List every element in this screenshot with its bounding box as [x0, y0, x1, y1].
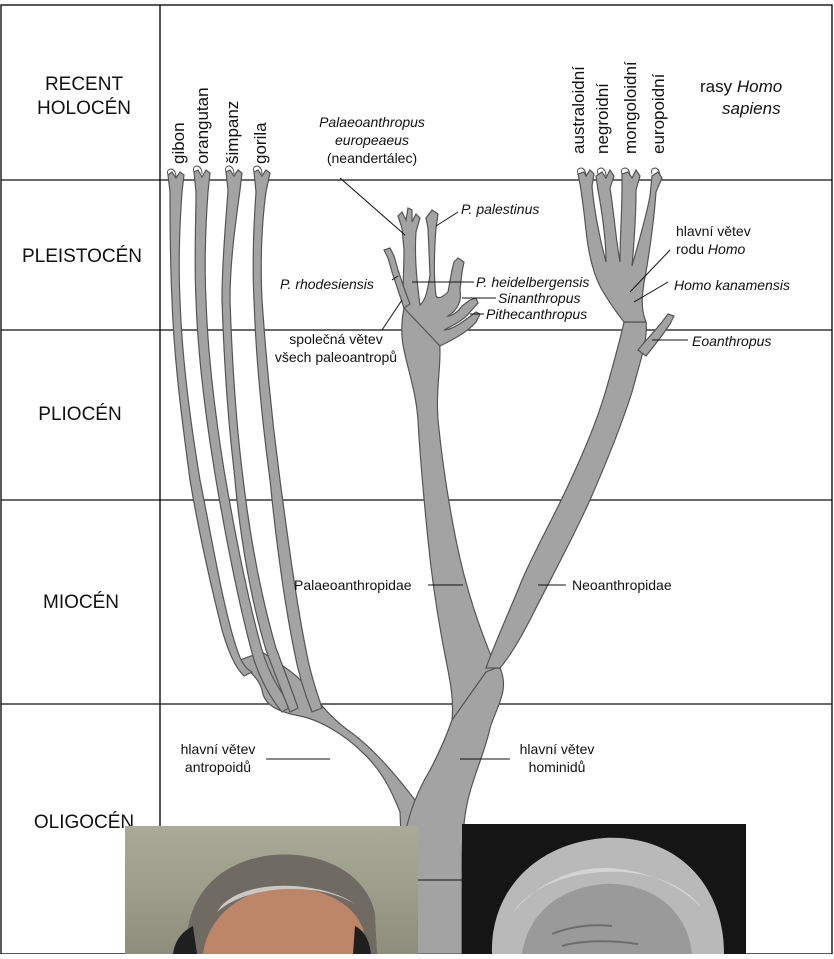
race-label-australoid: australoidní [569, 66, 588, 154]
era-miocene: MIOCÉN [43, 592, 119, 613]
label-homo-kanamensis: Homo kanamensis [674, 277, 790, 293]
portrait-photo-left [125, 826, 418, 954]
label-homo-main-1: hlavní větev [676, 223, 751, 239]
label-neanderthal: (neandertálec) [327, 150, 417, 166]
portrait-left-figure [125, 826, 418, 954]
era-recent: RECENT [45, 74, 124, 95]
label-hominid-main-1: hlavní větev [520, 741, 595, 757]
label-pithecanthropus: Pithecanthropus [486, 306, 587, 322]
era-holocene: HOLOCÉN [37, 98, 131, 119]
label-anthropoid-main-2: antropoidů [185, 759, 251, 775]
ape-label-gorilla: gorila [251, 122, 270, 164]
era-oligocene: OLIGOCÉN [34, 812, 134, 833]
label-sinanthropus: Sinanthropus [498, 290, 581, 306]
portrait-photo-right [462, 824, 746, 954]
ape-label-orangutan: orangutan [193, 87, 212, 164]
race-label-europoid: europoidní [649, 73, 668, 154]
label-europeaeus: europeaeus [335, 132, 409, 148]
neoanthropidae-branch [486, 322, 646, 668]
homo-crown [578, 170, 662, 322]
palaeoanthropidae-branch [402, 308, 496, 720]
label-heidelbergensis: P. heidelbergensis [476, 274, 589, 290]
label-anthropoid-main-1: hlavní větev [181, 741, 256, 757]
ape-label-chimpanzee: šimpanz [223, 101, 242, 164]
era-pliocene: PLIOCÉN [38, 404, 121, 425]
label-neoanthropidae: Neoanthropidae [572, 577, 672, 593]
label-eoanthropus: Eoanthropus [692, 333, 771, 349]
label-palaeoanthropus: Palaeoanthropus [319, 114, 425, 130]
label-common-branch-2: všech paleoantropů [275, 349, 397, 365]
ape-label-gibbon: gibon [169, 122, 188, 164]
races-caption-line1: rasy Homo [700, 77, 782, 96]
label-palaeoanthropidae: Palaeoanthropidae [294, 577, 412, 593]
label-palestinus: P. palestinus [461, 201, 539, 217]
label-rhodesiensis: P. rhodesiensis [280, 276, 374, 292]
label-common-branch-1: společná větev [289, 331, 382, 347]
label-hominid-main-2: hominidů [529, 759, 586, 775]
race-label-negroid: negroidní [593, 83, 612, 154]
orangutan-branch [194, 170, 292, 712]
era-pleistocene: PLEISTOCÉN [22, 246, 142, 267]
race-label-mongoloid: mongoloidní [621, 61, 640, 154]
portrait-right-figure [462, 824, 746, 954]
label-homo-main-2: rodu Homo [676, 241, 745, 257]
races-caption-line2: sapiens [722, 99, 781, 118]
